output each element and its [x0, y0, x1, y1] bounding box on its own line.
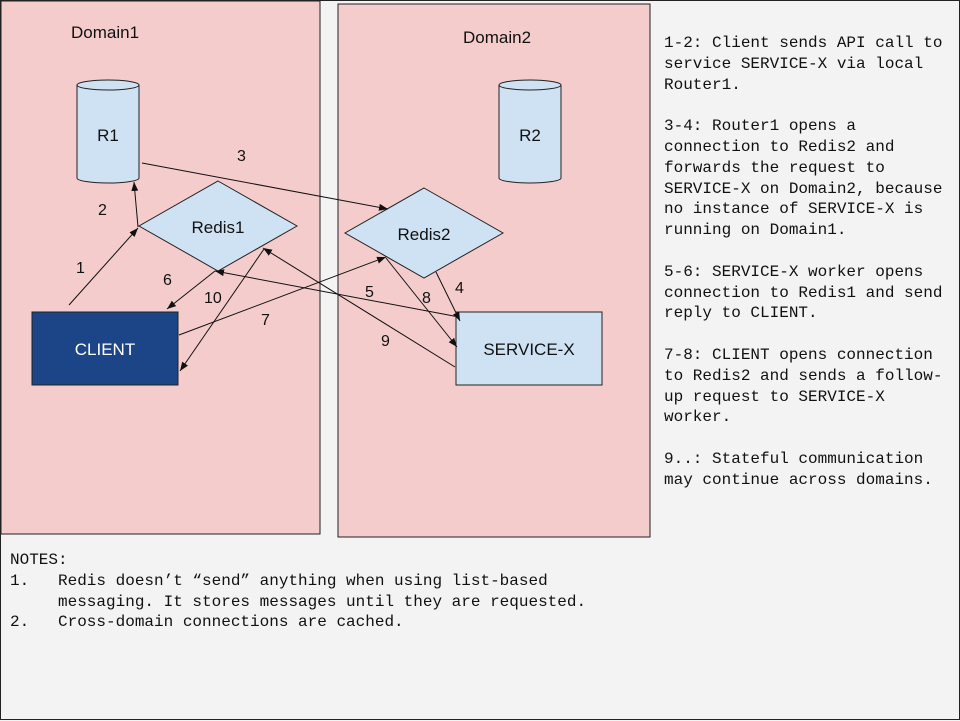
r1-label: R1	[97, 126, 119, 145]
redis2-label: Redis2	[398, 225, 451, 244]
redis1-label: Redis1	[192, 218, 245, 237]
note-number: 2.	[10, 613, 30, 632]
step-1-2-text: 1-2: Client sends API call to service SE…	[664, 34, 953, 94]
r1-database-icon	[76, 79, 140, 184]
note-item: 2. Cross-domain connections are cached.	[10, 612, 650, 633]
service-x-box	[455, 311, 603, 386]
client-box	[31, 311, 179, 386]
edge-2-arrow	[131, 181, 139, 228]
edge-3-arrow	[141, 162, 389, 211]
edge-label-10: 10	[204, 290, 222, 307]
edge-label-5: 5	[365, 284, 374, 301]
edge-8-arrow	[385, 257, 458, 348]
client-label: CLIENT	[75, 340, 135, 359]
domain2-panel	[337, 3, 651, 538]
notes-title: NOTES:	[10, 551, 68, 569]
step-5-6-text: 5-6: SERVICE-X worker opens connection t…	[664, 262, 953, 323]
service-x-label: SERVICE-X	[483, 340, 574, 359]
edge-10-arrow	[179, 248, 265, 372]
edge-label-6: 6	[163, 272, 172, 289]
note-text: Redis doesn’t “send” anything when using…	[58, 571, 587, 611]
edge-label-8: 8	[422, 290, 431, 307]
edge-1-arrow	[68, 227, 139, 306]
notes-section: NOTES: 1. Redis doesn’t “send” anything …	[10, 550, 650, 633]
edge-label-3: 3	[237, 148, 246, 165]
edge-label-7: 7	[261, 312, 270, 329]
domain2-label: Domain2	[463, 28, 531, 47]
note-number: 1.	[10, 571, 30, 590]
edge-4-arrow	[435, 271, 461, 322]
steps-description: 1-2: Client sends API call to service SE…	[664, 33, 954, 511]
edge-label-4: 4	[455, 280, 464, 297]
edge-9-arrow	[262, 247, 456, 368]
edge-6-arrow	[166, 270, 216, 310]
step-9-text: 9..: Stateful communication may continue…	[664, 449, 933, 489]
note-text: Cross-domain connections are cached.	[58, 613, 404, 632]
note-item: 1. Redis doesn’t “send” anything when us…	[10, 571, 650, 613]
domain1-label: Domain1	[71, 23, 139, 42]
r2-label: R2	[519, 126, 541, 145]
edge-label-2: 2	[98, 202, 107, 219]
r2-database-icon	[498, 79, 562, 184]
step-7-8-text: 7-8: CLIENT opens connection to Redis2 a…	[664, 345, 943, 427]
edge-label-9: 9	[381, 333, 390, 350]
edge-label-1: 1	[76, 260, 85, 277]
domain1-panel	[1, 1, 321, 535]
step-3-4-text: 3-4: Router1 opens a connection to Redis…	[664, 117, 953, 240]
